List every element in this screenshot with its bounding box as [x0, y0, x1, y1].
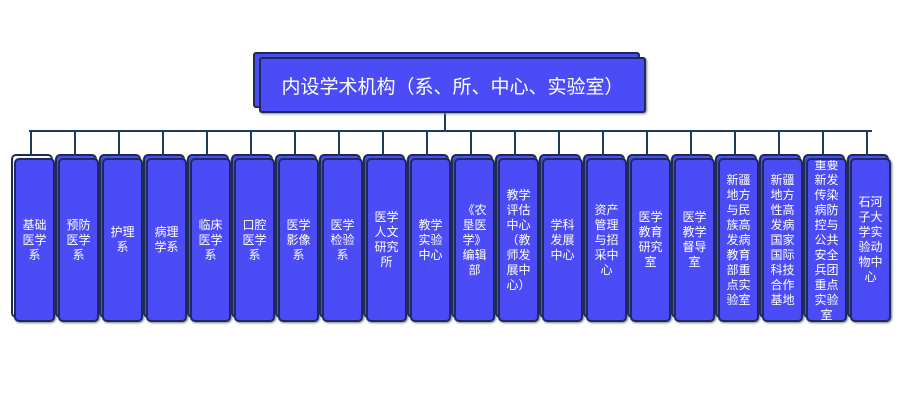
unit-label: 新疆 地方 性高 发病 国家 国际 科技 合作 基地 — [762, 158, 803, 322]
unit-node: 病理 学系 — [143, 154, 187, 322]
unit-connector — [646, 131, 648, 155]
unit-connector — [30, 131, 32, 155]
unit-connector — [118, 131, 120, 155]
unit-label: 石河 子大 学实 验动 物中 心 — [850, 158, 891, 322]
unit-connector — [602, 131, 604, 155]
unit-connector — [382, 131, 384, 155]
unit-label: 医学 检验 系 — [322, 158, 363, 322]
root-connector — [444, 109, 446, 131]
unit-node: 医学 检验 系 — [319, 154, 363, 322]
unit-label: 病理 学系 — [146, 158, 187, 322]
unit-node: 医学 教学 督导 室 — [671, 154, 715, 322]
unit-node: 临床 医学 系 — [187, 154, 231, 322]
unit-connector — [206, 131, 208, 155]
unit-label: 新疆 地方 与民 族高 发病 教育 部重 点实 验室 — [718, 158, 759, 322]
unit-connector — [822, 131, 824, 155]
unit-label: 医学 教学 督导 室 — [674, 158, 715, 322]
unit-node: 医学 教育 研究 室 — [627, 154, 671, 322]
unit-node: 教学 评估 中心 （教 师发 展中 心） — [495, 154, 539, 322]
unit-node: 新疆 地方 性高 发病 国家 国际 科技 合作 基地 — [759, 154, 803, 322]
unit-connector — [778, 131, 780, 155]
unit-node: 重要 新发 传染 病防 控与 公共 安全 兵团 重点 实验 室 — [803, 154, 847, 322]
unit-connector — [338, 131, 340, 155]
horizontal-bus — [29, 130, 872, 132]
unit-label: 资产 管理 与招 采中 心 — [586, 158, 627, 322]
root-label: 内设学术机构（系、所、中心、实验室） — [281, 75, 624, 98]
unit-label: 《农 垦医 学》 编辑 部 — [454, 158, 495, 322]
unit-node: 基础 医学 系 — [11, 154, 55, 322]
unit-node: 护理 系 — [99, 154, 143, 322]
unit-connector — [866, 131, 868, 155]
unit-label: 临床 医学 系 — [190, 158, 231, 322]
unit-label: 基础 医学 系 — [14, 158, 55, 322]
unit-label: 教学 评估 中心 （教 师发 展中 心） — [498, 158, 539, 322]
unit-label: 学科 发展 中心 — [542, 158, 583, 322]
unit-connector — [294, 131, 296, 155]
unit-node: 资产 管理 与招 采中 心 — [583, 154, 627, 322]
unit-node: 医学 人文 研究 所 — [363, 154, 407, 322]
unit-connector — [690, 131, 692, 155]
unit-node: 《农 垦医 学》 编辑 部 — [451, 154, 495, 322]
unit-label: 医学 人文 研究 所 — [366, 158, 407, 322]
unit-connector — [426, 131, 428, 155]
unit-connector — [514, 131, 516, 155]
unit-node: 石河 子大 学实 验动 物中 心 — [847, 154, 891, 322]
unit-node: 学科 发展 中心 — [539, 154, 583, 322]
unit-node: 新疆 地方 与民 族高 发病 教育 部重 点实 验室 — [715, 154, 759, 322]
unit-node: 口腔 医学 系 — [231, 154, 275, 322]
unit-label: 预防 医学 系 — [58, 158, 99, 322]
unit-connector — [250, 131, 252, 155]
unit-label: 护理 系 — [102, 158, 143, 322]
unit-label: 口腔 医学 系 — [234, 158, 275, 322]
unit-node: 教学 实验 中心 — [407, 154, 451, 322]
unit-connector — [734, 131, 736, 155]
unit-label: 教学 实验 中心 — [410, 158, 451, 322]
unit-label: 医学 教育 研究 室 — [630, 158, 671, 322]
unit-connector — [162, 131, 164, 155]
unit-connector — [74, 131, 76, 155]
unit-label: 重要 新发 传染 病防 控与 公共 安全 兵团 重点 实验 室 — [806, 158, 847, 322]
unit-label: 医学 影像 系 — [278, 158, 319, 322]
unit-connector — [558, 131, 560, 155]
unit-node: 预防 医学 系 — [55, 154, 99, 322]
unit-connector — [470, 131, 472, 155]
unit-node: 医学 影像 系 — [275, 154, 319, 322]
root-node: 内设学术机构（系、所、中心、实验室） — [259, 57, 646, 113]
